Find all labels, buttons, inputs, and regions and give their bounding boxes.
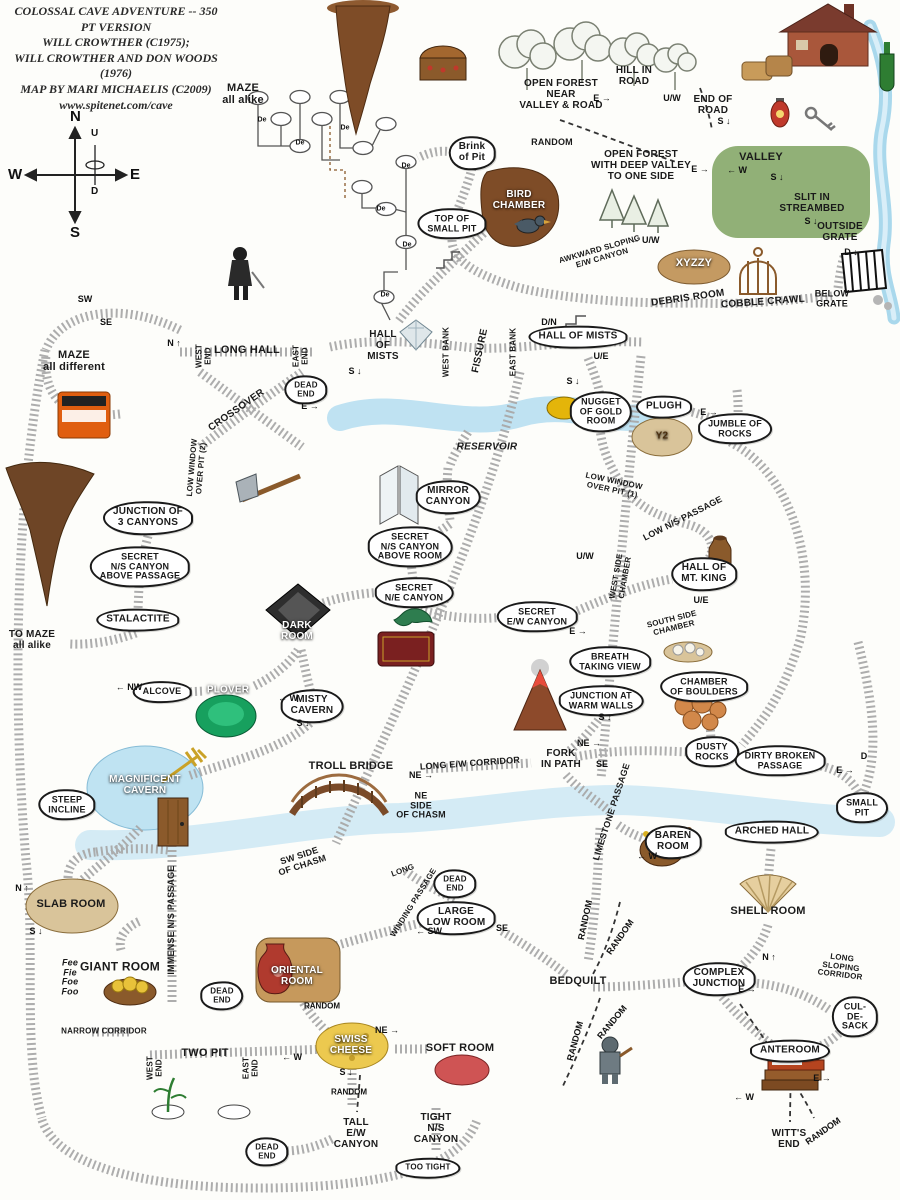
rocks-icon — [873, 295, 883, 305]
magazines-icon — [761, 1059, 825, 1091]
compass-west: W — [8, 166, 23, 183]
diamond-icon — [399, 319, 433, 351]
compass-east: E — [130, 166, 141, 183]
volcano-icon — [513, 659, 567, 731]
cave-passages — [13, 146, 878, 1193]
rocks-icon — [884, 302, 892, 310]
dark-stone-icon — [265, 583, 331, 639]
slab-rock-icon — [25, 878, 119, 934]
bird-chamber-patch-icon — [480, 167, 560, 247]
xyzzy-rock-icon — [657, 249, 731, 285]
grass-icon — [712, 146, 870, 238]
pine-trees-icon — [598, 187, 670, 233]
golden-eggs-nest-icon — [103, 976, 157, 1006]
batteries-icon — [57, 391, 111, 439]
lantern-icon — [770, 98, 790, 128]
birdcage-icon — [739, 247, 777, 295]
grate-icon — [840, 248, 888, 294]
dwarf-icon — [599, 1036, 633, 1084]
boulders-icon — [674, 692, 727, 731]
title-line-2: WILL CROWTHER (C1975); — [42, 35, 190, 50]
plant-pit-icon — [151, 1077, 187, 1120]
ming-vase-icon — [257, 943, 293, 995]
compass-up: U — [91, 128, 99, 139]
jug-icon — [708, 535, 732, 569]
title-line-4: MAP BY MARI MICHAELIS (C2009) — [20, 81, 212, 96]
stalactite-left-icon — [5, 461, 95, 607]
keys-icon — [804, 106, 836, 131]
compass-down: D — [91, 186, 99, 197]
steps-icon — [436, 251, 586, 333]
map-title: COLOSSAL CAVE ADVENTURE -- 350 PT VERSIO… — [6, 4, 226, 113]
title-line-1: COLOSSAL CAVE ADVENTURE -- 350 PT VERSIO… — [14, 4, 218, 34]
random-routes — [356, 87, 815, 1123]
maze-network — [247, 89, 417, 321]
swiss-cheese-icon — [315, 1022, 389, 1070]
dragon-rug-icon — [377, 608, 435, 667]
bear-icon — [639, 827, 694, 867]
bird-icon — [514, 215, 551, 234]
emerald-icon — [195, 694, 257, 738]
reservoir-water-icon — [327, 396, 663, 433]
basket-icon — [741, 55, 793, 81]
soft-rug-icon — [434, 1054, 490, 1086]
compass-south: S — [70, 224, 81, 241]
troll-bridge-icon — [289, 773, 389, 816]
y2-rock-icon — [631, 417, 693, 457]
compass-rose-icon — [23, 125, 129, 225]
gold-nugget-icon — [546, 396, 582, 420]
axe-icon — [235, 473, 301, 503]
treasure-chest-icon — [419, 45, 467, 81]
bottle-icon — [879, 42, 895, 92]
stalactite-top-icon — [327, 0, 399, 136]
title-url: www.spitenet.com/cave — [59, 97, 173, 112]
door-icon — [157, 797, 189, 847]
mirror-icon — [379, 465, 419, 525]
pirate-icon — [228, 247, 265, 300]
clam-shell-icon — [739, 873, 797, 913]
well-house-icon — [778, 3, 878, 67]
compass-north: N — [70, 108, 81, 125]
pearl-platter-icon — [663, 641, 713, 663]
tree-icon — [498, 21, 697, 90]
trident-icon — [161, 747, 208, 784]
east-pit-icon — [217, 1104, 251, 1120]
chasm-water-icon — [75, 784, 895, 861]
title-line-3: WILL CROWTHER AND DON WOODS (1976) — [14, 50, 218, 81]
